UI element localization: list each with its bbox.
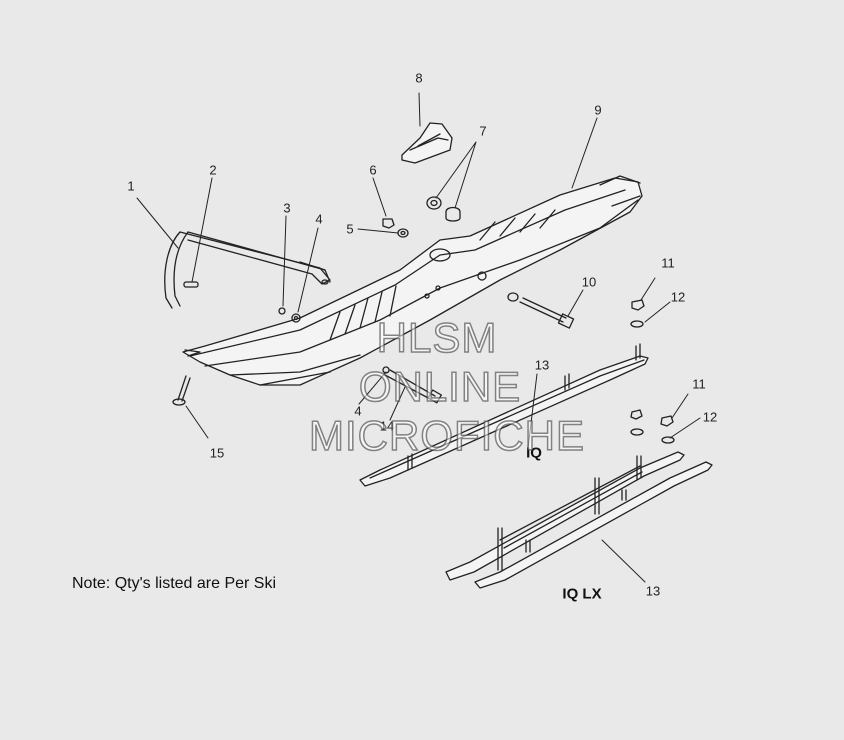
- pin-part-2: [183, 281, 199, 288]
- rivet-part-15: [172, 375, 191, 406]
- bolt-part-14: [382, 366, 442, 404]
- washer-4: [507, 292, 519, 302]
- hardware-5-6-7: [382, 196, 461, 238]
- callout-11-lower: 11: [692, 376, 706, 392]
- watermark-line-1: HLSM: [376, 313, 498, 362]
- callout-11-top: 11: [661, 255, 675, 271]
- handle-loop-part-1: [164, 231, 331, 309]
- callout-6: 6: [369, 162, 377, 178]
- callout-4-bottom: 4: [354, 403, 362, 419]
- callout-12-lower: 12: [702, 409, 718, 425]
- label-iq: IQ: [526, 444, 542, 462]
- callout-1: 1: [127, 178, 135, 194]
- callout-13-iqlx: 13: [645, 583, 661, 599]
- iq-lx-dual-runner: [445, 451, 713, 589]
- callout-7: 7: [479, 123, 487, 139]
- small-fasteners-3-4: [278, 307, 301, 323]
- watermark-line-2: ONLINE: [358, 362, 522, 411]
- callout-10: 10: [581, 274, 597, 290]
- callout-13-iq: 13: [534, 357, 550, 373]
- nuts-washers-lower: [630, 409, 675, 444]
- callout-4-top: 4: [315, 211, 323, 227]
- ski-body-part-9: [182, 175, 643, 386]
- callout-8: 8: [415, 70, 423, 86]
- callout-3: 3: [283, 200, 291, 216]
- saddle-part-8: [401, 122, 453, 164]
- nuts-washers-top: [630, 299, 645, 328]
- callout-9: 9: [594, 102, 602, 118]
- quantity-note: Note: Qty's listed are Per Ski: [72, 575, 277, 592]
- callout-2: 2: [209, 162, 217, 178]
- callout-5: 5: [346, 221, 354, 237]
- label-iq-lx: IQ LX: [562, 585, 602, 603]
- iq-carbide-runner: [359, 343, 649, 487]
- callout-12-top: 12: [670, 289, 686, 305]
- bolt-part-10: [519, 297, 575, 329]
- leader-lines: [136, 92, 701, 583]
- watermark-line-3: MICROFICHE: [308, 411, 585, 460]
- callout-14: 14: [379, 418, 395, 434]
- callout-15: 15: [209, 445, 225, 461]
